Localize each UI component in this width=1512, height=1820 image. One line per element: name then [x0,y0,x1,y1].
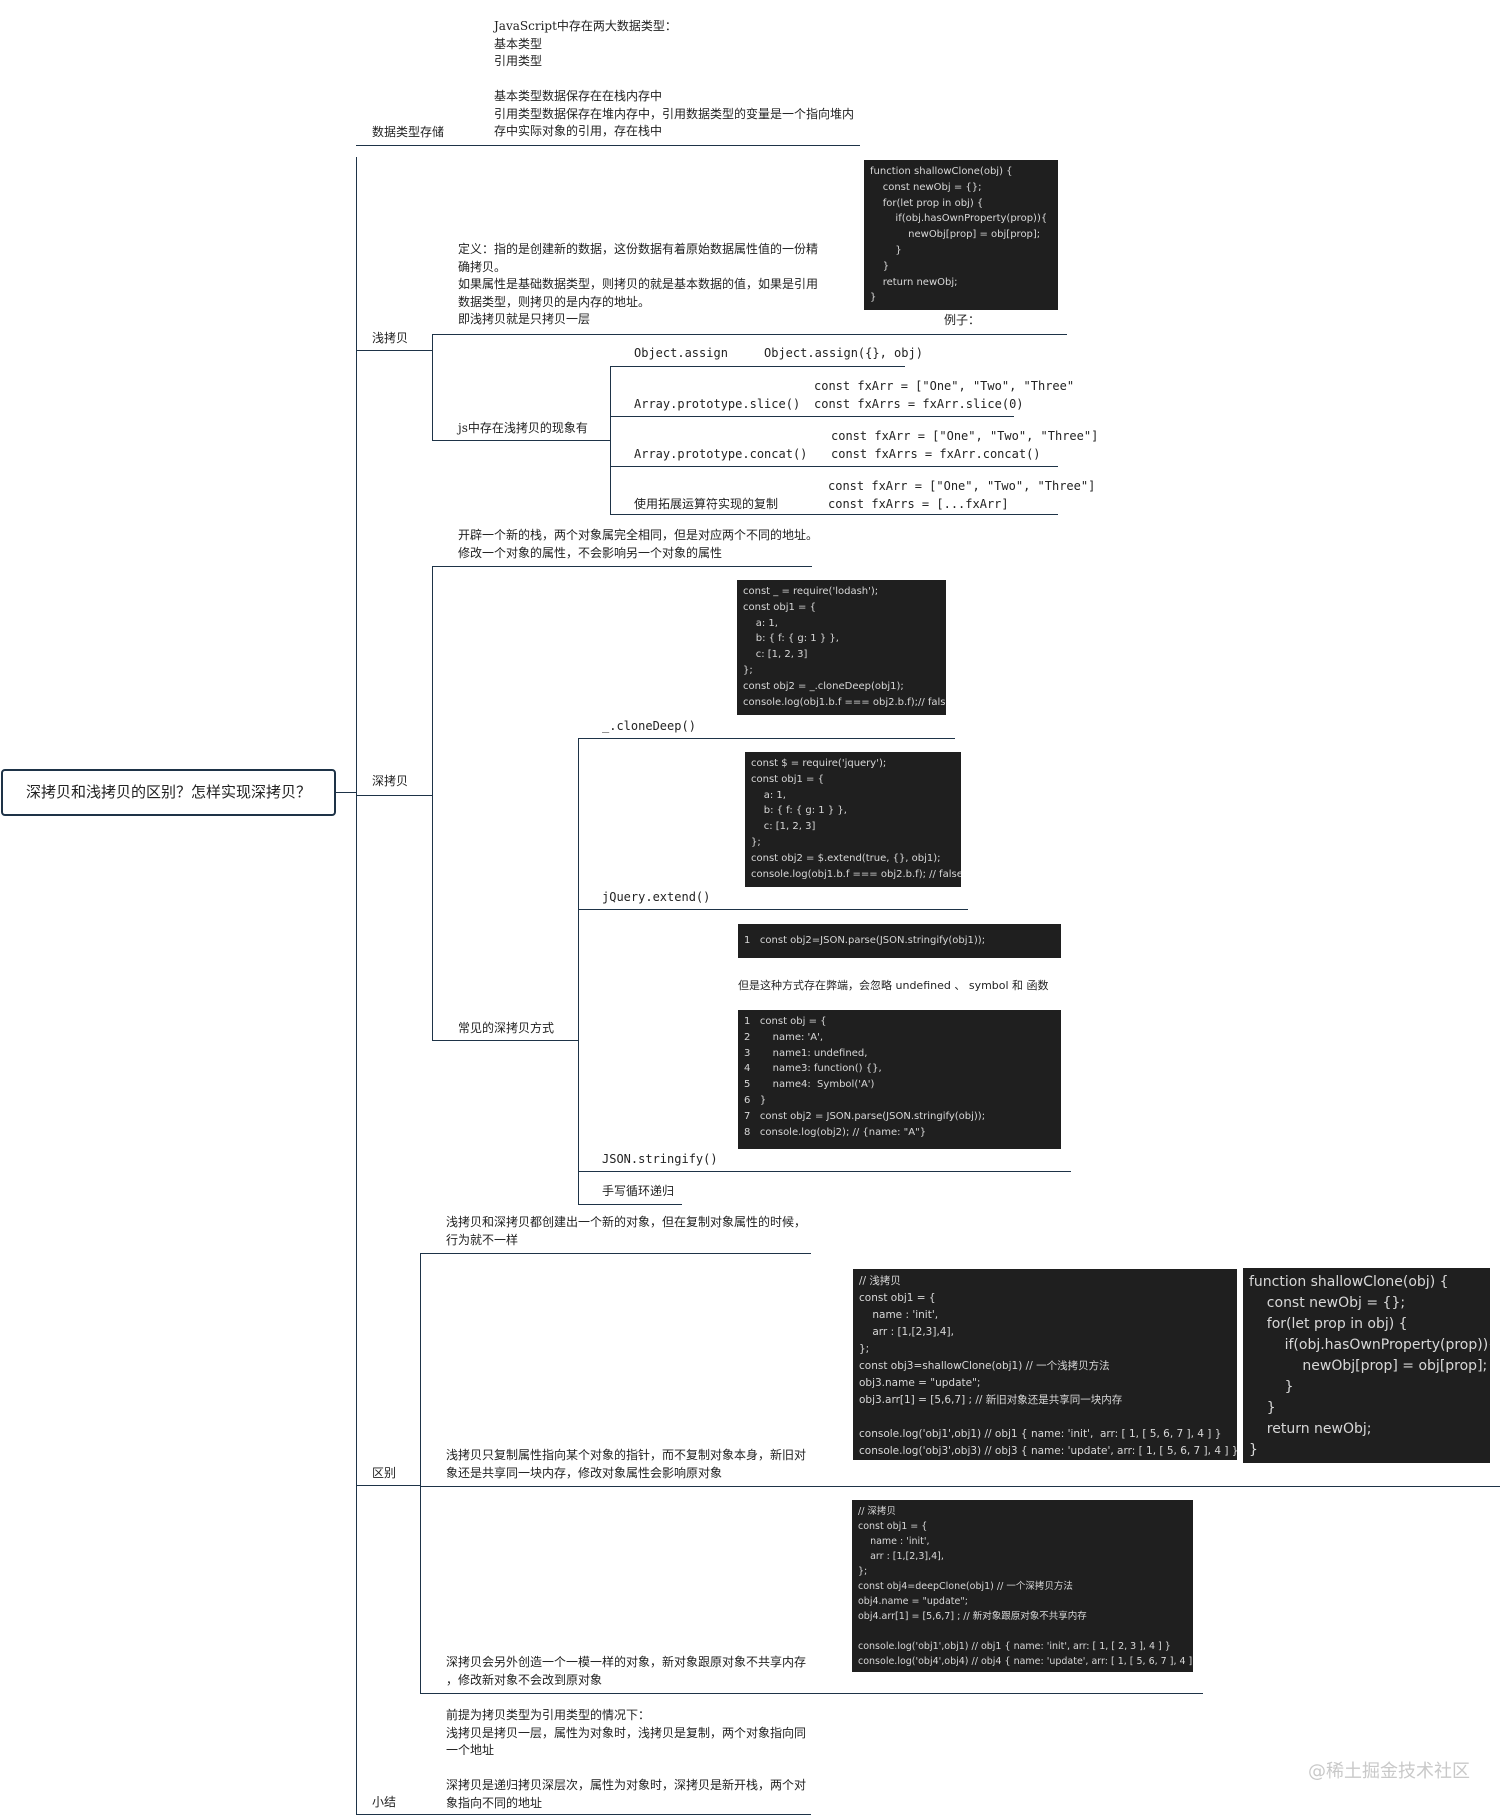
shallow-spine [432,334,433,441]
branch-line-storage [356,145,860,146]
method-line-concat [610,466,1058,467]
shallow-definition: 定义：指的是创建新的数据，这份数据有着原始数据属性值的一份精 确拷贝。 如果属性… [458,242,819,326]
method-name-assign: Object.assign [634,346,728,360]
shallow-example-code: function shallowClone(obj) { const newOb… [864,160,1058,310]
json-note: 但是这种方式存在弊端，会忽略 undefined 、 symbol 和 函数 [738,979,1049,992]
deep-definition-line [432,566,812,567]
way-name-recursive: 手写循环递归 [602,1184,675,1198]
branch-label-summary: 小结 [372,1795,397,1809]
way-line-recursive [578,1204,682,1205]
code-lodash: const _ = require('lodash'); const obj1 … [737,580,946,715]
diff-shallow-fn: function shallowClone(obj) { const newOb… [1243,1268,1490,1463]
deep-spine [432,566,433,1040]
method-line-spread [610,514,1058,515]
method-code-concat: const fxArr = ["One", "Two", "Three"] co… [831,429,1099,461]
root-node: 深拷贝和浅拷贝的区别？怎样实现深拷贝？ [1,769,336,816]
code-json-2: 1 const obj = { 2 name: 'A', 3 name1: un… [738,1010,1061,1149]
root-connector [336,792,356,793]
method-name-concat: Array.prototype.concat() [634,447,808,461]
diff-deep-text: 深拷贝会另外创造一个一模一样的对象，新对象跟原对象不共享内存 ，修改新对象不会改… [446,1655,807,1687]
method-code-spread: const fxArr = ["One", "Two", "Three"] co… [828,479,1096,511]
shallow-definition-line [432,334,1067,335]
diff-shallow-line [420,1486,1500,1487]
branch-line-shallow [356,350,432,351]
diff-shallow-code: // 浅拷贝 const obj1 = { name : 'init', arr… [853,1269,1237,1460]
diff-intro-line [420,1253,811,1254]
ways-spine [578,738,579,1205]
diff-deep-code: // 深拷贝 const obj1 = { name : 'init', arr… [852,1500,1193,1672]
diff-shallow-text: 浅拷贝只复制属性指向某个对象的指针，而不复制对象本身，新旧对 象还是共享同一块内… [446,1448,807,1480]
branch-label-storage: 数据类型存储 [372,125,445,139]
way-name-jquery: jQuery.extend() [602,890,711,904]
main-spine [356,157,357,1815]
method-line-assign [610,366,905,367]
method-name-slice: Array.prototype.slice() [634,397,801,411]
method-code-slice: const fxArr = ["One", "Two", "Three" con… [814,379,1075,411]
deep-common-label: 常见的深拷贝方式 [458,1021,555,1035]
branch-line-diff [356,1485,420,1486]
diff-deep-line [420,1693,1203,1694]
code-json-1: 1 const obj2=JSON.parse(JSON.stringify(o… [738,924,1061,958]
deep-common-line [432,1040,578,1041]
diff-intro: 浅拷贝和深拷贝都创建出一个新的对象，但在复制对象属性的时候， 行为就不一样 [446,1215,807,1247]
methods-spine [610,366,611,514]
deep-definition: 开辟一个新的栈，两个对象属完全相同，但是对应两个不同的地址。 修改一个对象的属性… [458,528,819,560]
way-line-json [578,1171,1071,1172]
shallow-example-label: 例子： [944,313,981,327]
method-name-spread: 使用拓展运算符实现的复制 [634,497,779,511]
method-line-slice [610,416,1014,417]
method-code-assign: Object.assign({}, obj) [764,346,923,360]
way-name-clonedeep: _.cloneDeep() [602,719,696,733]
branch-label-deep: 深拷贝 [372,774,409,788]
branch-line-deep [356,795,432,796]
way-name-json: JSON.stringify() [602,1152,718,1166]
watermark: @稀土掘金技术社区 [1308,1761,1470,1782]
branch-label-shallow: 浅拷贝 [372,331,409,345]
summary-text: 前提为拷贝类型为引用类型的情况下： 浅拷贝是拷贝一层，属性为对象时，浅拷贝是复制… [446,1708,807,1810]
diff-spine [420,1253,421,1693]
way-line-jquery [578,909,968,910]
branch-label-diff: 区别 [372,1466,397,1480]
shallow-js-label: js中存在浅拷贝的现象有 [458,421,588,435]
storage-text: JavaScript中存在两大数据类型： 基本类型 引用类型 基本类型数据保存在… [494,19,855,138]
branch-line-summary [356,1814,811,1815]
code-jquery: const $ = require('jquery'); const obj1 … [745,752,961,887]
shallow-js-line [432,440,610,441]
way-line-clonedeep [578,738,955,739]
